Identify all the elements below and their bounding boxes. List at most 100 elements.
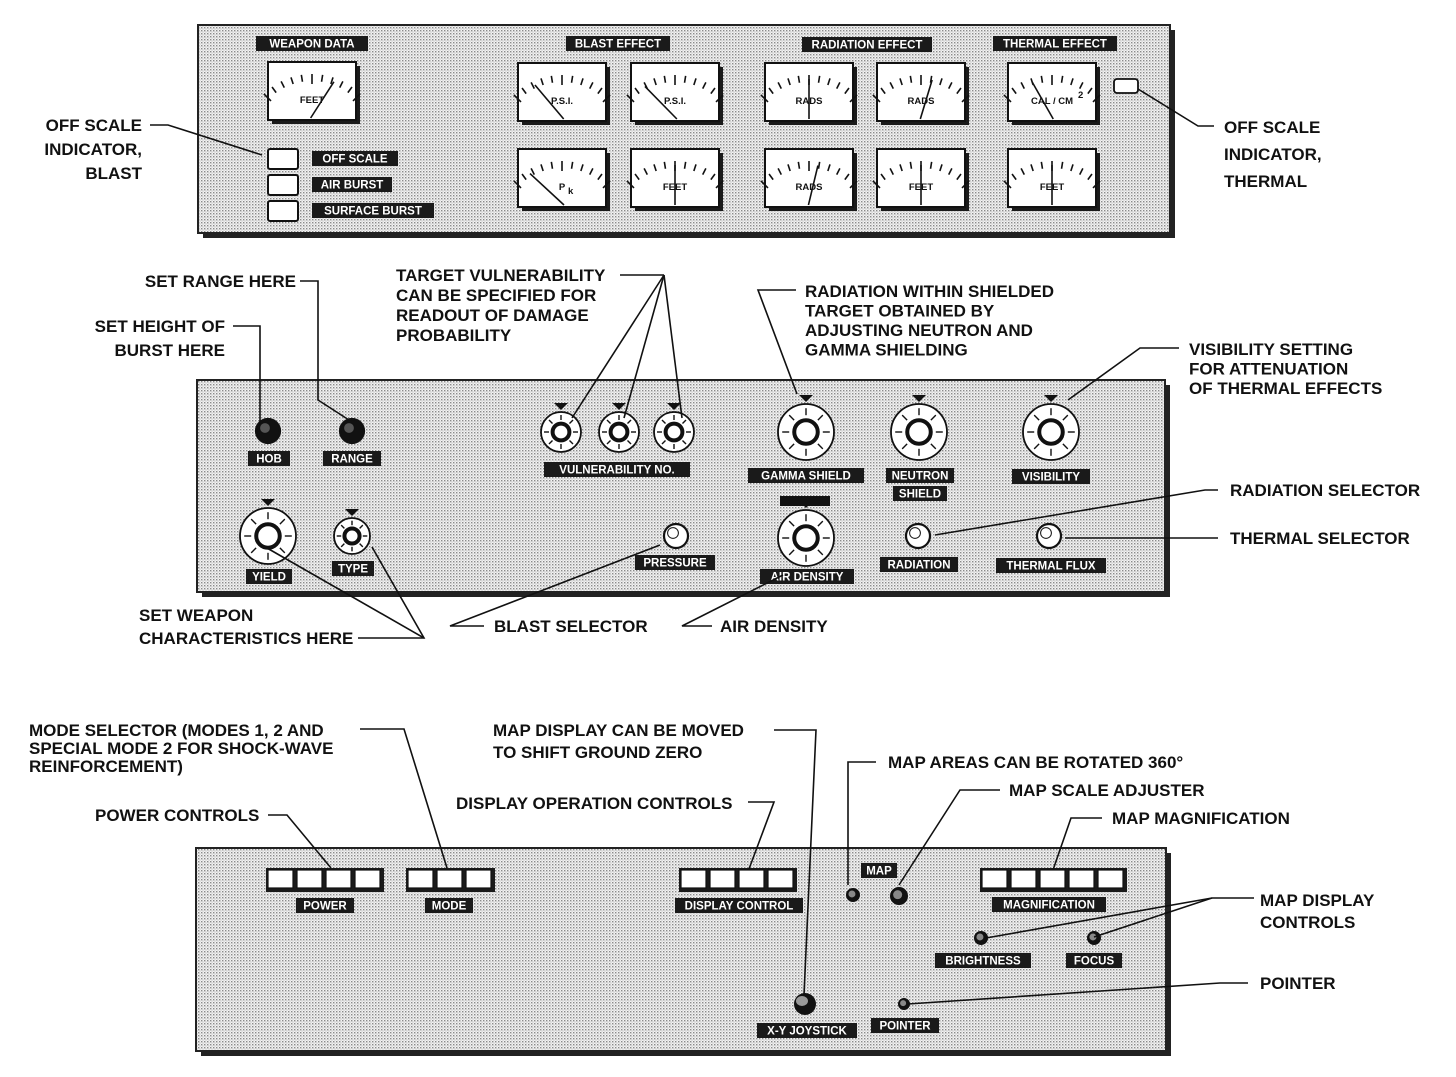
radiation-selector[interactable] — [904, 522, 932, 550]
magnification-keys-key[interactable] — [981, 869, 1008, 889]
thermal-flux-selector[interactable] — [1035, 522, 1063, 550]
pointer-knob[interactable] — [898, 998, 910, 1010]
label-type-text: TYPE — [338, 564, 368, 576]
label-thermal-flux-text: THERMAL FLUX — [1006, 561, 1096, 573]
label-gamma-shield: GAMMA SHIELD — [748, 468, 864, 483]
mode-keys-key[interactable] — [465, 869, 492, 889]
callout-off-scale-thermal-line: OFF SCALE — [1224, 118, 1320, 137]
display-control-keys-key[interactable] — [738, 869, 765, 889]
magnification-keys-key[interactable] — [1039, 869, 1066, 889]
label-shield: SHIELD — [893, 486, 947, 501]
label-neutron-text: NEUTRON — [892, 471, 949, 483]
label-air-density-text: AIR DENSITY — [771, 572, 844, 584]
display-control-keys-key[interactable] — [680, 869, 707, 889]
gauge-blast-psi-1-unit: P.S.I. — [551, 96, 573, 107]
gamma-shield-knob[interactable] — [777, 395, 835, 461]
label-air-burst-text: AIR BURST — [321, 180, 384, 192]
xy-joystick[interactable] — [794, 993, 816, 1015]
gauge-rad-rads-2-unit: RADS — [908, 96, 935, 107]
callout-radiation-within-line: GAMMA SHIELDING — [805, 341, 968, 360]
mode-keys-key[interactable] — [436, 869, 463, 889]
label-blast-effect-text: BLAST EFFECT — [575, 39, 661, 51]
pressure-selector[interactable] — [662, 522, 690, 550]
gauge-rad-feet: FEET — [872, 148, 970, 211]
label-neutron: NEUTRON — [886, 468, 954, 483]
vulnerability-knob-2[interactable] — [598, 403, 640, 453]
vulnerability-knob-1[interactable] — [540, 403, 582, 453]
label-off-scale-text: OFF SCALE — [322, 154, 387, 166]
label-thermal-flux: THERMAL FLUX — [996, 558, 1106, 573]
callout-radiation-within-line: RADIATION WITHIN SHIELDED — [805, 282, 1054, 301]
callout-set-range-line: SET RANGE HERE — [145, 272, 296, 291]
type-knob[interactable] — [333, 509, 371, 555]
callout-mode-selector-line: REINFORCEMENT) — [29, 757, 183, 776]
power-keys-key[interactable] — [296, 869, 323, 889]
label-visibility: VISIBILITY — [1012, 469, 1090, 484]
visibility-knob[interactable] — [1022, 395, 1080, 461]
label-magnification-text: MAGNIFICATION — [1003, 900, 1095, 912]
callout-map-scale-line: MAP SCALE ADJUSTER — [1009, 781, 1205, 800]
callout-set-weapon-line: CHARACTERISTICS HERE — [139, 629, 353, 648]
gauge-blast-psi-2-unit: P.S.I. — [664, 96, 686, 107]
gauge-weapon-feet: FEET — [263, 61, 361, 124]
callout-target-vulnerability-line: TARGET VULNERABILITY — [396, 266, 606, 285]
callout-off-scale-blast-line: INDICATOR, — [44, 140, 142, 159]
label-weapon-data-text: WEAPON DATA — [269, 39, 354, 51]
mode-keys-key[interactable] — [407, 869, 434, 889]
vulnerability-knob-3[interactable] — [653, 403, 695, 453]
callout-pointer-line: POINTER — [1260, 974, 1336, 993]
callout-map-rotated: MAP AREAS CAN BE ROTATED 360° — [888, 753, 1183, 772]
label-brightness: BRIGHTNESS — [935, 953, 1031, 968]
callout-visibility-setting-line: FOR ATTENUATION — [1189, 360, 1348, 379]
label-visibility-text: VISIBILITY — [1022, 472, 1080, 484]
gauge-thermal-cal-unit-sup: 2 — [1078, 90, 1083, 101]
callout-pointer: POINTER — [1260, 974, 1336, 993]
neutron-shield-knob[interactable] — [890, 395, 948, 461]
label-power: POWER — [296, 898, 354, 913]
label-air-density: AIR DENSITY — [760, 569, 854, 584]
callout-map-scale: MAP SCALE ADJUSTER — [1009, 781, 1205, 800]
label-thermal-effect-text: THERMAL EFFECT — [1003, 39, 1107, 51]
callout-display-operation-line: DISPLAY OPERATION CONTROLS — [456, 794, 732, 813]
brightness-knob[interactable] — [974, 931, 988, 945]
focus-knob[interactable] — [1087, 931, 1101, 945]
label-pointer-text: POINTER — [879, 1021, 931, 1033]
label-radiation: RADIATION — [880, 557, 958, 572]
power-keys-key[interactable] — [325, 869, 352, 889]
callout-blast-selector: BLAST SELECTOR — [494, 617, 648, 636]
power-keys-key[interactable] — [267, 869, 294, 889]
label-brightness-text: BRIGHTNESS — [945, 956, 1021, 968]
callout-map-magnification-line: MAP MAGNIFICATION — [1112, 809, 1290, 828]
power-keys-key[interactable] — [354, 869, 381, 889]
magnification-keys-key[interactable] — [1097, 869, 1124, 889]
gauge-rad-rads-1-unit: RADS — [796, 96, 823, 107]
label-surface-burst-text: SURFACE BURST — [324, 206, 422, 218]
off-scale-thermal-lamp — [1113, 78, 1139, 94]
label-mode: MODE — [425, 898, 473, 913]
label-xy-joystick-text: X-Y JOYSTICK — [767, 1026, 847, 1038]
label-magnification: MAGNIFICATION — [992, 897, 1106, 912]
magnification-keys-key[interactable] — [1010, 869, 1037, 889]
label-display-control: DISPLAY CONTROL — [675, 898, 803, 913]
map-scale-knob[interactable] — [890, 887, 908, 905]
surface-burst-lamp — [267, 200, 299, 222]
range-control[interactable] — [338, 417, 366, 445]
label-pressure-text: PRESSURE — [643, 558, 707, 570]
label-radiation-effect: RADIATION EFFECT — [802, 37, 932, 52]
hob-control[interactable] — [254, 417, 282, 445]
gauge-thermal-cal-unit: CAL / CM — [1031, 96, 1073, 107]
display-control-keys-key[interactable] — [709, 869, 736, 889]
gauge-rad-rads-2: RADS — [872, 62, 970, 125]
label-xy-joystick: X-Y JOYSTICK — [757, 1023, 857, 1038]
callout-off-scale-blast-line: BLAST — [85, 164, 142, 183]
display-control-keys-key[interactable] — [767, 869, 794, 889]
label-vulnerability-no: VULNERABILITY NO. — [544, 462, 690, 477]
magnification-keys-key[interactable] — [1068, 869, 1095, 889]
callout-visibility-setting-line: VISIBILITY SETTING — [1189, 340, 1353, 359]
gauge-rad-rads-3: RADS — [760, 148, 858, 211]
callout-map-display-controls-line: MAP DISPLAY — [1260, 891, 1375, 910]
gauge-blast-psi-1: P.S.I. — [513, 62, 611, 125]
map-rotate-knob[interactable] — [846, 888, 860, 902]
